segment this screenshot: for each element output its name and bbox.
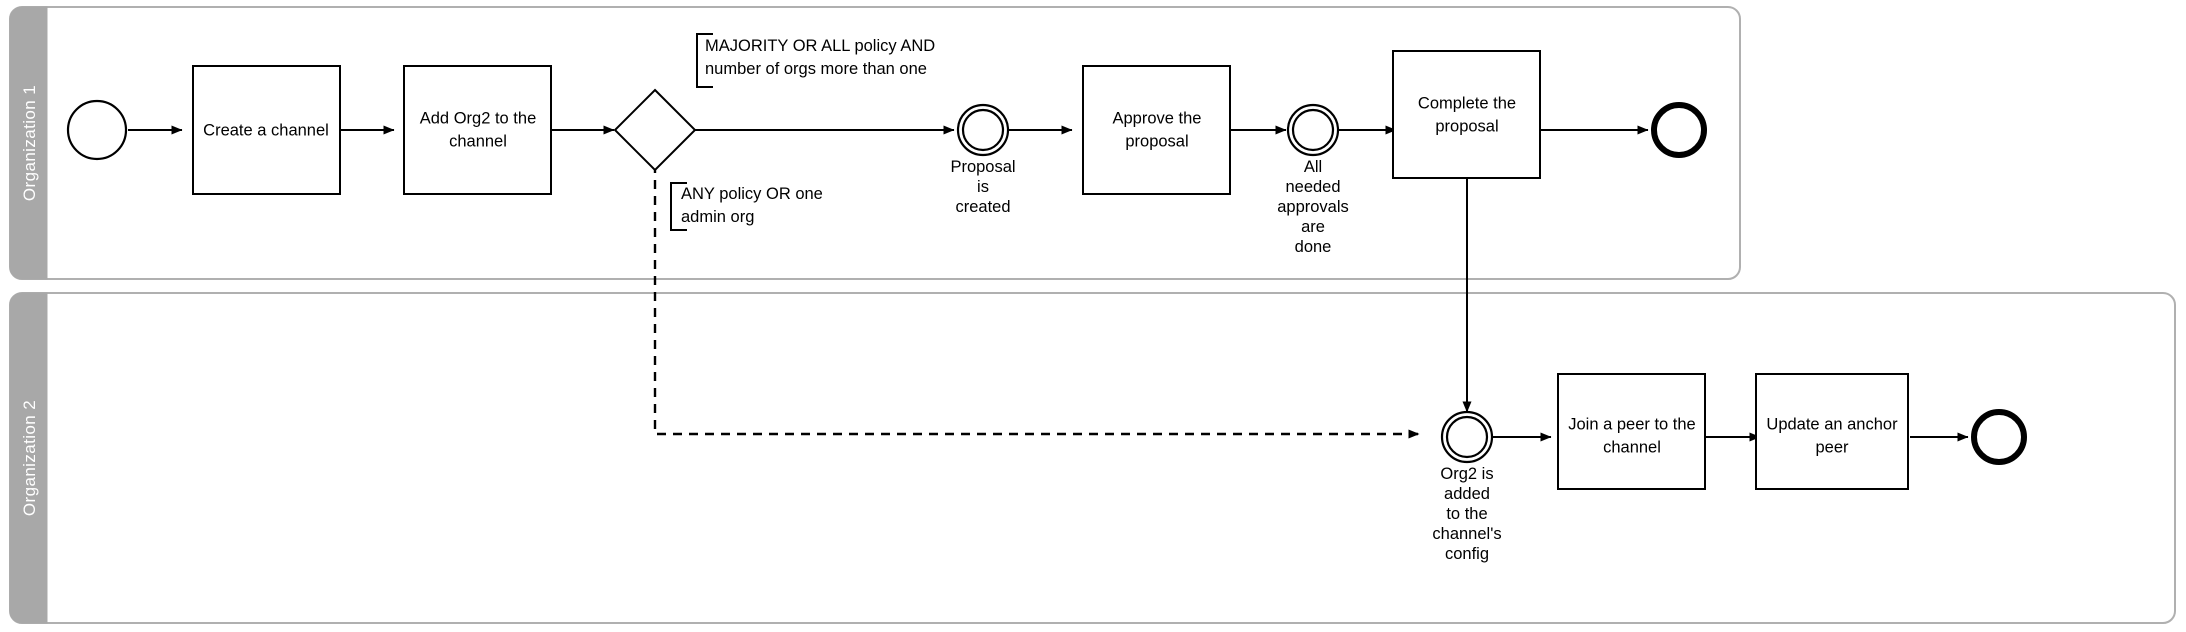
task-approve-label-line2: proposal (1125, 132, 1188, 150)
task-create-a-channel-box[interactable] (192, 65, 341, 195)
task-update-anchor-label-line1: Update an anchor (1766, 415, 1898, 433)
task-add-org2-to-the-channel[interactable]: Add Org2 to the channel (403, 65, 552, 195)
event-org2-added-caption-line5: config (1445, 545, 1489, 563)
task-approve-label-line1: Approve the (1113, 109, 1202, 127)
end-event-org1[interactable] (1651, 102, 1707, 158)
intermediate-event-org2-added-inner (1445, 415, 1489, 459)
task-complete-label-line1: Complete the (1418, 94, 1516, 112)
task-join-peer-label-line1: Join a peer to the (1568, 415, 1696, 433)
annotation-any-bracket (670, 182, 687, 231)
event-approvals-done-caption-line4: are (1301, 218, 1325, 236)
annotation-any-line2: admin org (681, 208, 754, 226)
gateway-policy-decision[interactable] (613, 88, 697, 172)
annotation-majority-line2: number of orgs more than one (705, 60, 927, 78)
task-create-a-channel-label: Create a channel (203, 121, 329, 139)
intermediate-event-approvals-done-inner (1291, 108, 1335, 152)
task-join-a-peer-box[interactable] (1557, 373, 1706, 490)
task-add-org2-label-line1: Add Org2 to the (420, 109, 537, 127)
task-complete-the-proposal-box[interactable] (1392, 50, 1541, 179)
task-approve-the-proposal[interactable]: Approve the proposal (1082, 65, 1231, 195)
task-update-anchor-peer-box[interactable] (1755, 373, 1909, 490)
event-org2-added-caption-line4: channel's (1432, 525, 1501, 543)
intermediate-event-proposal-created-inner (961, 108, 1005, 152)
pool-org2-header-band (9, 292, 48, 624)
intermediate-event-org2-added[interactable]: Org2 is added to the channel's config (1432, 410, 1502, 563)
event-proposal-created-caption-line1: Proposal (950, 158, 1015, 176)
annotation-any-policy: ANY policy OR one admin org (670, 182, 823, 231)
event-org2-added-caption-line1: Org2 is (1440, 465, 1493, 483)
event-proposal-created-caption-line3: created (955, 198, 1010, 216)
intermediate-event-approvals-done[interactable]: All needed approvals are done (1277, 103, 1349, 256)
pool-org2-label: Organization 2 (20, 400, 39, 516)
task-update-an-anchor-peer[interactable]: Update an anchor peer (1755, 373, 1909, 490)
event-approvals-done-caption-line2: needed (1285, 178, 1340, 196)
task-add-org2-label-line2: channel (449, 132, 507, 150)
task-approve-the-proposal-box[interactable] (1082, 65, 1231, 195)
event-approvals-done-caption-line5: done (1295, 238, 1332, 256)
start-event-org1[interactable] (66, 99, 128, 161)
intermediate-event-proposal-created[interactable]: Proposal is created (950, 103, 1016, 216)
end-event-org2[interactable] (1971, 409, 2027, 465)
task-add-org2-box[interactable] (403, 65, 552, 195)
event-proposal-created-caption-line2: is (977, 178, 989, 196)
task-create-a-channel[interactable]: Create a channel (192, 65, 341, 195)
event-org2-added-caption-line3: to the (1446, 505, 1487, 523)
annotation-majority-line1: MAJORITY OR ALL policy AND (705, 37, 935, 55)
annotation-majority-bracket (696, 33, 713, 88)
event-approvals-done-caption-line1: All (1304, 158, 1322, 176)
annotation-majority-policy: MAJORITY OR ALL policy AND number of org… (696, 33, 935, 88)
event-org2-added-caption-line2: added (1444, 485, 1490, 503)
task-update-anchor-label-line2: peer (1815, 438, 1849, 456)
pool-org1-label: Organization 1 (20, 85, 39, 201)
event-approvals-done-caption-line3: approvals (1277, 198, 1349, 216)
task-join-a-peer-to-the-channel[interactable]: Join a peer to the channel (1557, 373, 1706, 490)
annotation-any-line1: ANY policy OR one (681, 185, 823, 203)
task-join-peer-label-line2: channel (1603, 438, 1661, 456)
task-complete-label-line2: proposal (1435, 117, 1498, 135)
task-complete-the-proposal[interactable]: Complete the proposal (1392, 50, 1541, 179)
pool-org1-header-band (9, 6, 48, 280)
